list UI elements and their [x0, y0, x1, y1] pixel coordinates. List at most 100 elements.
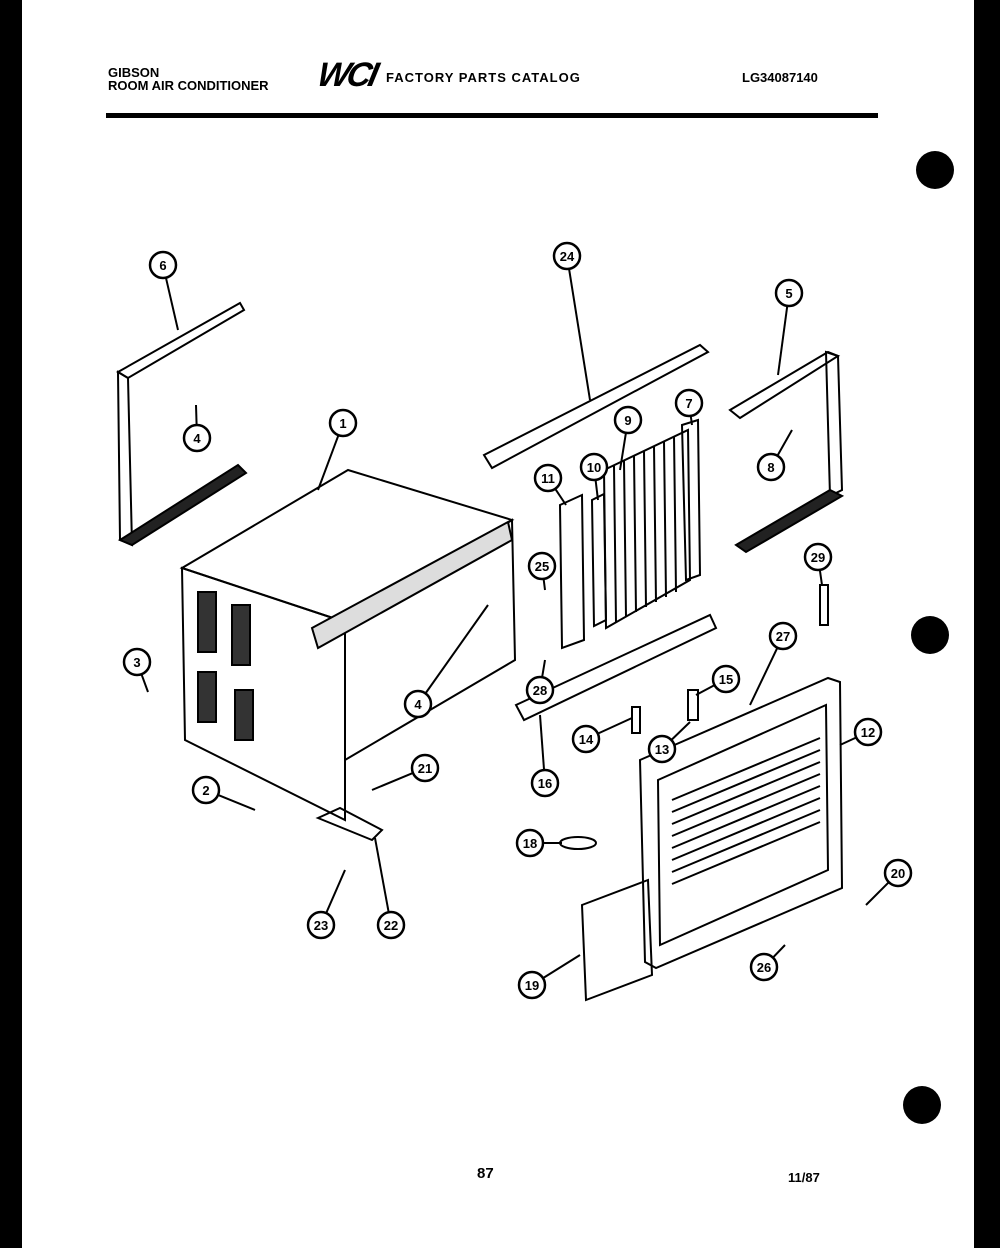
callout-circle: [756, 452, 786, 482]
leader-line: [776, 429, 793, 457]
callout-circle: [410, 753, 440, 783]
callout-circle: [774, 278, 804, 308]
callout-number: 6: [159, 258, 166, 273]
callout-number: 14: [579, 732, 594, 747]
leader-line: [317, 434, 340, 491]
callout-4: 4: [182, 404, 212, 453]
callout-26: 26: [749, 944, 786, 982]
callout-number: 3: [133, 655, 140, 670]
callout-1: 1: [317, 408, 358, 491]
callout-number: 24: [560, 249, 575, 264]
top-rail: [482, 343, 710, 470]
leader-line: [749, 647, 779, 706]
brand-block: GIBSON ROOM AIR CONDITIONER: [108, 66, 269, 92]
callout-circle: [376, 910, 406, 940]
callout-number: 27: [776, 629, 790, 644]
filter: [580, 878, 654, 1002]
leader-line: [594, 479, 599, 501]
front-grille: [638, 676, 844, 970]
callout-number: 11: [541, 471, 555, 486]
callout-circle: [191, 775, 221, 805]
callout-number: 9: [624, 413, 631, 428]
callout-circle: [768, 621, 798, 651]
leader-line: [371, 772, 414, 791]
catalog-page: [22, 0, 974, 1248]
leader-line: [140, 673, 149, 693]
leader-line: [325, 869, 346, 914]
left-side-curtain-frame: [116, 301, 248, 547]
callout-circle: [613, 405, 643, 435]
callout-circle: [530, 768, 560, 798]
leader-line: [542, 578, 546, 591]
louver-panel: [602, 428, 692, 630]
catalog-title: FACTORY PARTS CATALOG: [386, 70, 581, 85]
callout-number: 16: [538, 776, 552, 791]
callout-8: 8: [756, 429, 793, 482]
callout-12: 12: [839, 717, 883, 747]
binder-hole: [911, 616, 949, 654]
callout-number: 18: [523, 836, 537, 851]
callout-number: 4: [193, 431, 201, 446]
callout-number: 4: [414, 697, 422, 712]
leader-line: [689, 415, 693, 426]
callout-circle: [552, 241, 582, 271]
leader-line: [217, 793, 256, 811]
leader-line: [865, 881, 890, 906]
side-channel: [680, 418, 702, 582]
leader-line: [695, 684, 716, 696]
binder-hole: [916, 151, 954, 189]
callout-5: 5: [774, 278, 804, 376]
callout-circle: [515, 828, 545, 858]
callout-22: 22: [374, 837, 406, 940]
leader-line: [424, 604, 489, 694]
callout-18: 18: [515, 828, 562, 858]
callout-number: 10: [587, 460, 601, 475]
binder-holes: [903, 151, 954, 1124]
brand-name: GIBSON: [108, 65, 160, 80]
page-number: 87: [477, 1165, 494, 1182]
clip: [687, 689, 699, 721]
side-panel: [558, 493, 586, 650]
callout-number: 13: [655, 742, 669, 757]
callout-number: 20: [891, 866, 905, 881]
clip: [631, 706, 641, 734]
callout-circle: [527, 551, 557, 581]
callout-number: 5: [785, 286, 792, 301]
callout-4: 4: [403, 604, 489, 719]
callout-circle: [328, 408, 358, 438]
callout-number: 22: [384, 918, 398, 933]
callout-circle: [533, 463, 563, 493]
callout-28: 28: [525, 659, 555, 705]
callout-circle: [122, 647, 152, 677]
callout-2: 2: [191, 775, 256, 811]
callout-circle: [579, 452, 609, 482]
callout-24: 24: [552, 241, 591, 401]
callout-number: 19: [525, 978, 539, 993]
leader-line: [374, 837, 390, 913]
model-number: LG34087140: [742, 70, 818, 85]
callout-19: 19: [517, 954, 581, 1000]
callout-6: 6: [148, 250, 179, 331]
callout-3: 3: [122, 647, 152, 693]
leader-line: [554, 488, 567, 506]
callout-circle: [571, 724, 601, 754]
leader-line: [541, 659, 546, 678]
callout-circle: [749, 952, 779, 982]
callout-circle: [674, 388, 704, 418]
product-name: ROOM AIR CONDITIONER: [108, 78, 269, 93]
leader-line: [619, 432, 627, 471]
callout-circle: [883, 858, 913, 888]
leader-line: [195, 404, 198, 426]
callout-circle: [517, 970, 547, 1000]
callout-number: 29: [811, 550, 825, 565]
callout-number: 7: [685, 396, 692, 411]
callout-7: 7: [674, 388, 704, 426]
callout-10: 10: [579, 452, 609, 501]
callout-11: 11: [533, 463, 567, 506]
right-side-curtain-frame: [728, 350, 845, 554]
callout-number: 25: [535, 559, 549, 574]
leader-line: [568, 268, 591, 401]
clip: [819, 584, 829, 626]
callout-number: 23: [314, 918, 328, 933]
